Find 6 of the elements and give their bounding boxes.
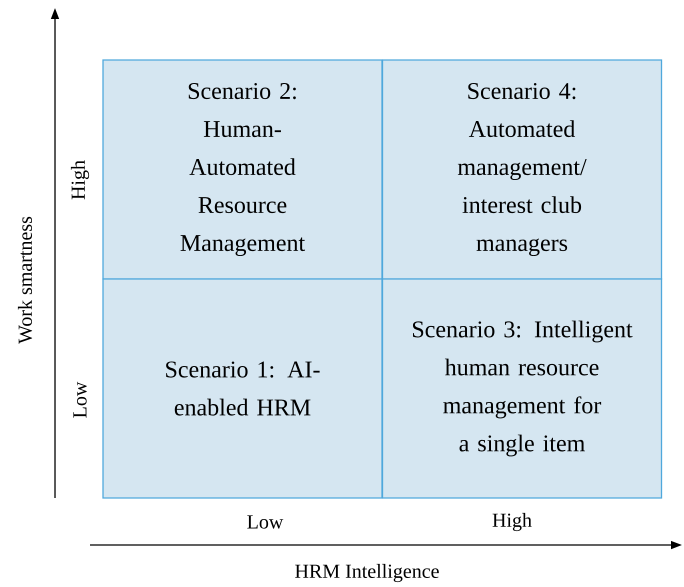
axis-label: HRM Intelligence	[295, 564, 439, 582]
axis-label: Work smartness	[18, 216, 32, 344]
quadrant-box: Scenario 1: AI-enabled HRM	[102, 278, 383, 499]
quadrant-box: Scenario 4: Automated management/ interest club managers	[382, 59, 662, 280]
quadrant-box: Scenario 2: Human-Automated Resource Management	[102, 59, 383, 280]
quadrant-box: Scenario 3: Intelligent human resource management for a single item	[382, 278, 662, 499]
